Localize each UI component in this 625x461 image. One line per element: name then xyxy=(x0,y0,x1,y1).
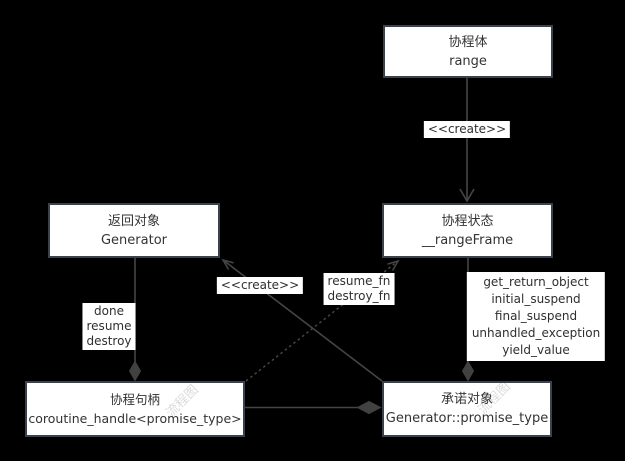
node-title: 协程句柄 xyxy=(109,392,160,407)
node-title: 协程状态 xyxy=(441,213,494,229)
edge-label-promise-methods: get_return_object initial_suspend final_… xyxy=(466,272,606,361)
node-promise-object: 流程图 承诺对象 Generator::promise_type xyxy=(382,381,552,437)
diamond-icon xyxy=(356,400,382,415)
node-subtitle: __rangeFrame xyxy=(421,232,514,248)
node-title: 承诺对象 xyxy=(440,392,493,407)
node-subtitle: Generator::promise_type xyxy=(385,411,549,426)
edge-label-create: <<create>> xyxy=(216,277,304,294)
node-coroutine-state: 协程状态 __rangeFrame xyxy=(382,203,553,258)
node-subtitle: coroutine_handle<promise_type> xyxy=(28,411,242,426)
node-subtitle: range xyxy=(449,53,487,69)
edge-body-to-state xyxy=(459,78,475,203)
edge-label-resume-destroy-fn: resume_fn destroy_fn xyxy=(323,273,395,305)
edge-label-done-resume-destroy: done resume destroy xyxy=(82,303,136,350)
diamond-icon xyxy=(461,360,475,382)
diamond-icon xyxy=(128,360,142,382)
node-coroutine-handle: 流程图 协程句柄 coroutine_handle<promise_type> xyxy=(25,381,245,437)
open-arrowhead-icon xyxy=(387,259,400,271)
open-arrowhead-icon xyxy=(459,188,475,203)
node-title: 协程体 xyxy=(448,34,488,50)
edge-label-create: <<create>> xyxy=(423,121,511,138)
node-subtitle: Generator xyxy=(100,232,167,248)
node-return-object: 返回对象 Generator xyxy=(48,203,220,258)
open-arrowhead-icon xyxy=(221,258,234,270)
edge-handle-to-promise xyxy=(245,400,382,415)
node-title: 返回对象 xyxy=(107,213,160,229)
node-coroutine-body: 协程体 range xyxy=(383,25,553,78)
